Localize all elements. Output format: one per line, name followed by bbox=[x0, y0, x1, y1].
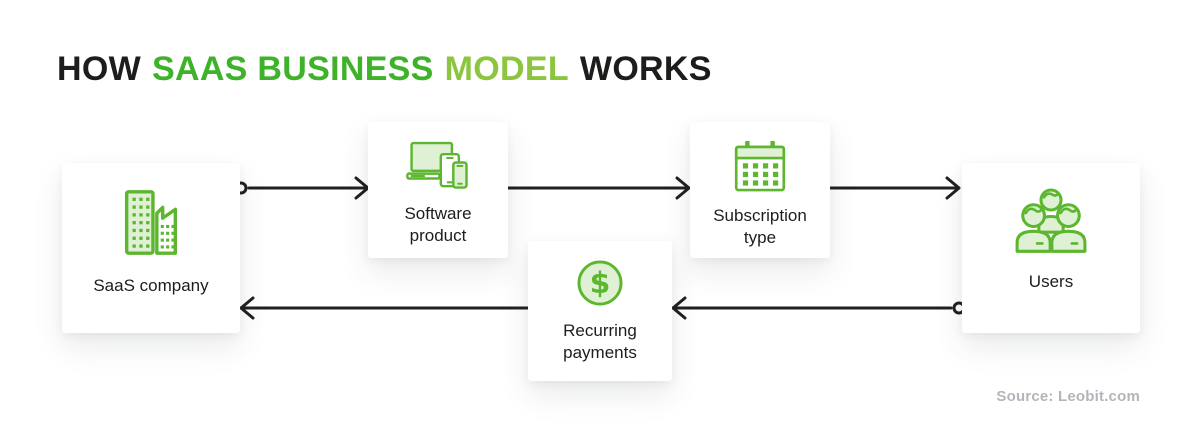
people-icon bbox=[1011, 185, 1091, 255]
devices-icon bbox=[406, 138, 470, 194]
calendar-icon bbox=[730, 138, 790, 196]
node-label-software-product: Software product bbox=[404, 204, 472, 245]
source-caption: Source: Leobit.com bbox=[996, 388, 1140, 405]
node-label-users: Users bbox=[1028, 272, 1074, 291]
title-words-saas-business: SAAS BUSINESS bbox=[152, 50, 434, 88]
title-word-model: MODEL bbox=[444, 50, 569, 88]
dollar-coin-icon: $ bbox=[571, 254, 629, 312]
title-word-works: WORKS bbox=[579, 50, 712, 88]
node-card-subscription-type: Subscription type bbox=[690, 122, 830, 258]
node-card-software-product: Software product bbox=[368, 122, 508, 258]
page-title: HOW SAAS BUSINESS MODEL WORKS bbox=[57, 50, 723, 89]
arrow-payments-to-saas bbox=[239, 296, 530, 320]
dollar-glyph: $ bbox=[590, 266, 611, 301]
node-card-users: Users bbox=[962, 163, 1140, 333]
building-windows-small bbox=[160, 224, 175, 249]
title-word-how: HOW bbox=[57, 50, 141, 88]
arrow-software-to-subscription bbox=[506, 176, 691, 200]
node-card-recurring-payments: $ Recurring payments bbox=[528, 241, 672, 381]
node-card-saas-company: SaaS company bbox=[62, 163, 240, 333]
arrow-saas-to-software bbox=[234, 176, 370, 200]
node-label-recurring-payments: Recurring payments bbox=[563, 321, 637, 362]
node-label-subscription-type: Subscription type bbox=[713, 206, 807, 247]
arrow-subscription-to-users bbox=[828, 176, 961, 200]
buildings-icon bbox=[112, 185, 190, 259]
building-windows bbox=[132, 197, 150, 248]
calendar-grid bbox=[742, 163, 779, 186]
arrow-users-to-payments bbox=[671, 296, 966, 320]
node-label-saas-company: SaaS company bbox=[93, 276, 209, 295]
